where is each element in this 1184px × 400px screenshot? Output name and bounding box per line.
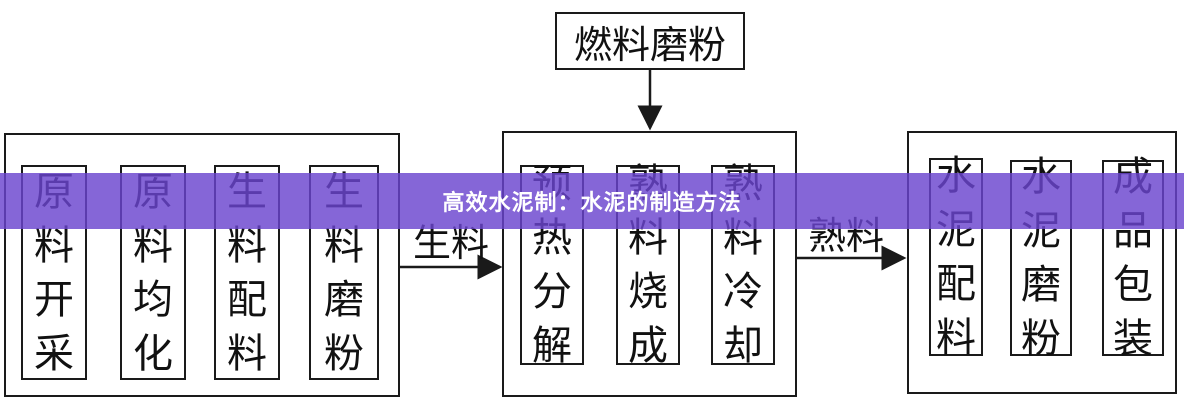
char: 开: [34, 276, 74, 323]
char: 粉: [324, 330, 364, 377]
char: 分: [532, 269, 572, 315]
char: 烧: [628, 269, 668, 315]
char: 配: [936, 261, 976, 307]
title-banner: 高效水泥制：水泥的制造方法: [0, 173, 1184, 229]
char: 解: [532, 323, 572, 369]
fuel-grinding-box: 燃料磨粉: [555, 12, 745, 70]
char: 料: [227, 222, 267, 269]
char: 料: [324, 222, 364, 269]
char: 料: [34, 222, 74, 269]
char: 化: [133, 330, 173, 377]
char: 采: [34, 330, 74, 377]
char: 成: [628, 323, 668, 369]
char: 却: [723, 323, 763, 369]
char: 包: [1113, 262, 1153, 308]
char: 料: [133, 222, 173, 269]
char: 料: [227, 330, 267, 377]
char: 磨: [324, 276, 364, 323]
char: 料: [936, 315, 976, 361]
char: 均: [133, 276, 173, 323]
char: 装: [1113, 316, 1153, 362]
char: 配: [227, 276, 267, 323]
char: 冷: [723, 269, 763, 315]
fuel-grinding-label: 燃料磨粉: [573, 22, 726, 67]
char: 磨: [1021, 262, 1061, 308]
banner-title: 高效水泥制：水泥的制造方法: [442, 191, 742, 216]
char: 粉: [1021, 316, 1061, 362]
